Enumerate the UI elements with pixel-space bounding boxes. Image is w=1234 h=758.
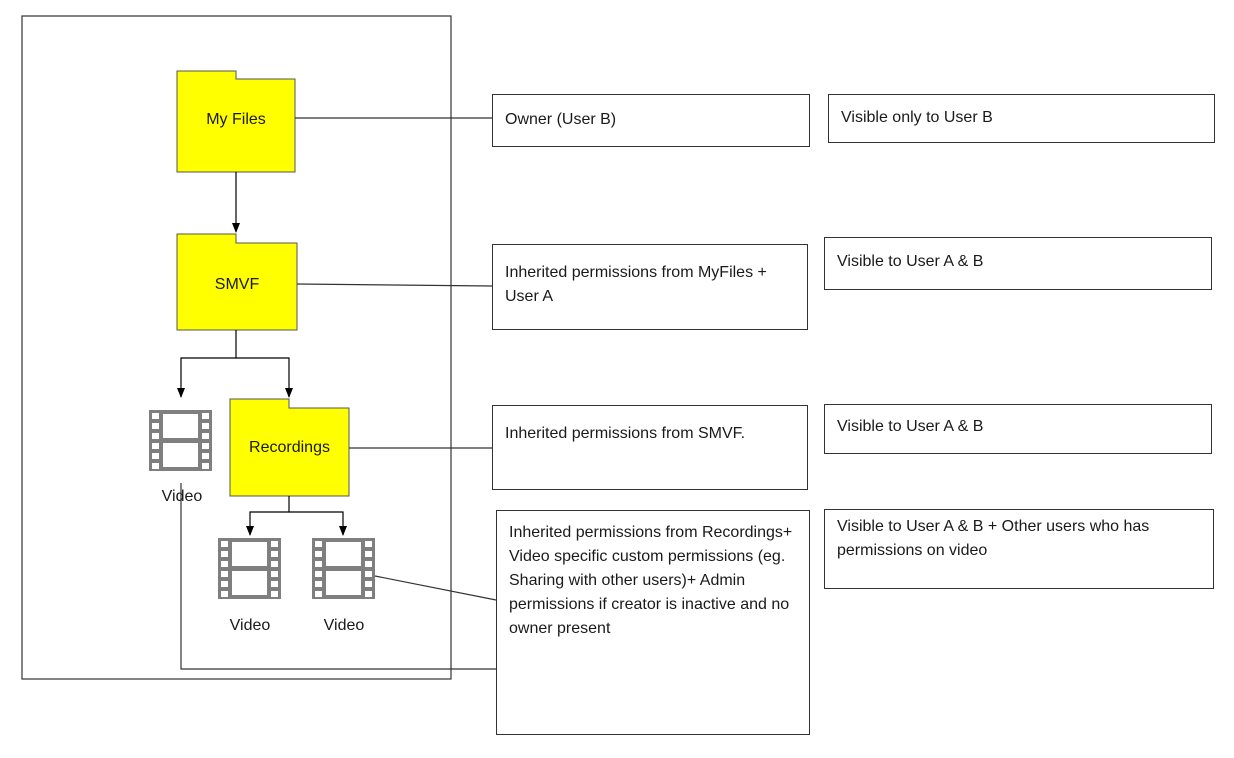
arrow-smvf-to-recordings <box>236 357 293 398</box>
smvf-permission-text: Inherited permissions from MyFiles + Use… <box>505 264 767 305</box>
smvf-visibility-box: Visible to User A & B <box>824 237 1212 290</box>
my-files-label: My Files <box>206 111 266 128</box>
film-strip-icon <box>312 538 375 599</box>
film-strip-icon <box>218 538 281 599</box>
smvf-folder-icon <box>176 233 298 331</box>
arrow-recordings-to-video-left <box>246 496 290 536</box>
recordings-permission-text: Inherited permissions from SMVF. <box>505 425 746 442</box>
my-files-folder-icon <box>176 70 296 173</box>
owner-permission-text: Owner (User B) <box>505 111 617 128</box>
video-permission-box: Inherited permissions from Recordings+ V… <box>496 510 810 735</box>
film-strip-icon <box>149 410 212 471</box>
video-label: Video <box>323 617 365 634</box>
video-label: Video <box>161 488 203 505</box>
arrow-smvf-to-video <box>177 330 237 398</box>
recordings-visibility-text: Visible to User A & B <box>837 418 984 435</box>
recordings-permission-box: Inherited permissions from SMVF. <box>492 405 808 490</box>
video-visibility-box: Visible to User A & B + Other users who … <box>824 509 1214 589</box>
container-frame <box>21 15 452 680</box>
recordings-label: Recordings <box>249 439 330 456</box>
smvf-permission-box: Inherited permissions from MyFiles + Use… <box>492 244 808 330</box>
smvf-visibility-text: Visible to User A & B <box>837 253 984 270</box>
smvf-label: SMVF <box>214 276 260 293</box>
arrow-recordings-to-video-right <box>289 511 347 536</box>
video-permission-text: Inherited permissions from Recordings+ V… <box>509 524 793 637</box>
connector-video-permissions <box>374 575 497 601</box>
connector-smvf-permissions <box>296 283 493 287</box>
video-visibility-text: Visible to User A & B + Other users who … <box>837 518 1150 559</box>
video-label: Video <box>229 617 271 634</box>
myfiles-visibility-box: Visible only to User B <box>828 94 1215 143</box>
recordings-folder-icon <box>229 398 350 497</box>
connector-standalone-video-permissions <box>180 483 496 670</box>
myfiles-visibility-text: Visible only to User B <box>841 109 993 126</box>
owner-permission-box: Owner (User B) <box>492 94 810 147</box>
recordings-visibility-box: Visible to User A & B <box>824 404 1212 454</box>
